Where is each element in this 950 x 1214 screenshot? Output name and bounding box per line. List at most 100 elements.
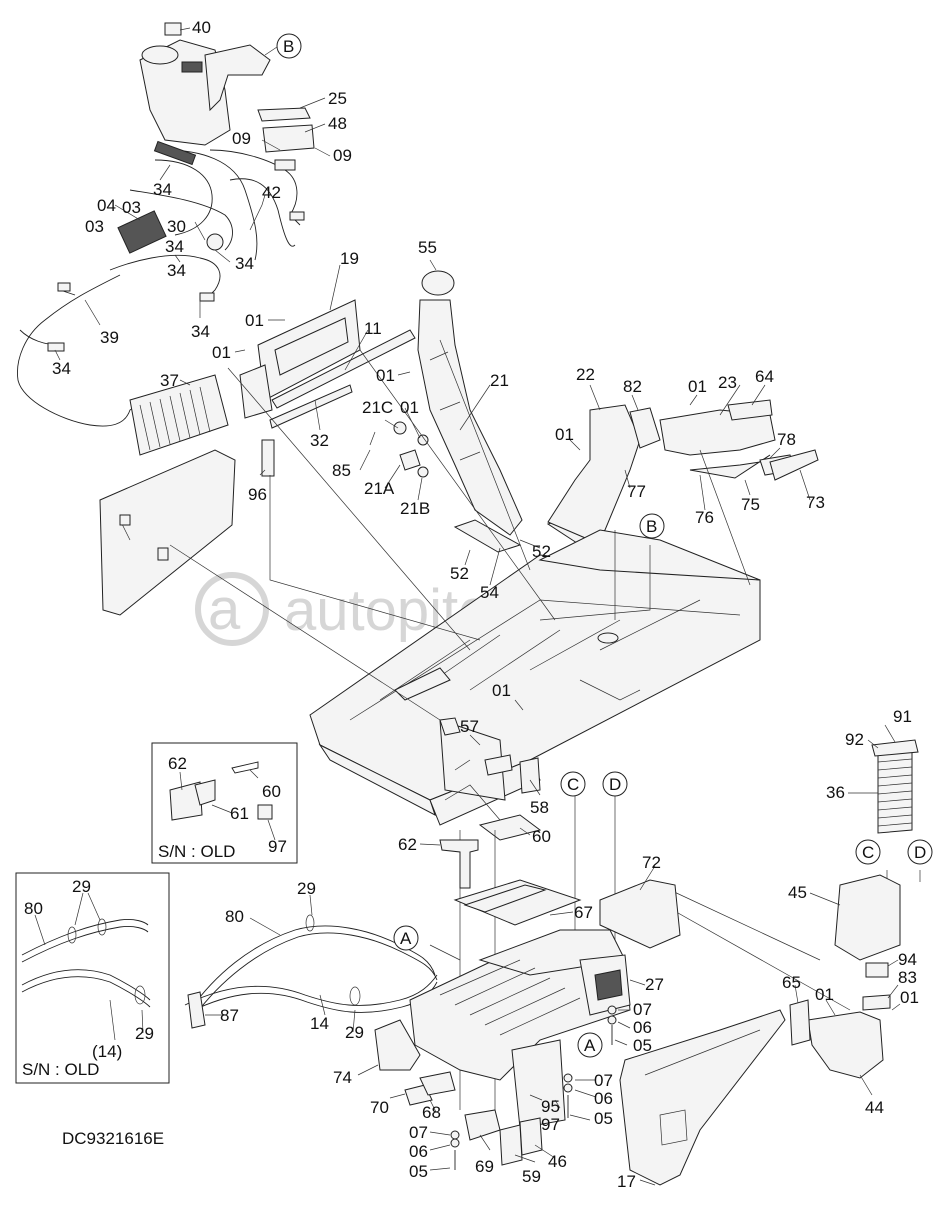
callout-52-b: 52 <box>450 564 469 583</box>
callout-21c: 21C <box>362 398 393 417</box>
callout-58: 58 <box>530 798 549 817</box>
callout-42: 42 <box>262 183 281 202</box>
callout-01-d: 01 <box>400 398 419 417</box>
callout-01-c: 01 <box>376 366 395 385</box>
inset-box-sn-old-hoses <box>15 872 170 1084</box>
callout-05-b: 05 <box>594 1109 613 1128</box>
callout-01-b: 01 <box>212 343 231 362</box>
callout-01-a: 01 <box>245 311 264 330</box>
ref-letter-c-mid: C <box>567 775 579 794</box>
callout-34-b: 34 <box>165 237 184 256</box>
callout-34-f: 34 <box>191 322 210 341</box>
callout-68: 68 <box>422 1103 441 1122</box>
callout-05-c: 05 <box>409 1162 428 1181</box>
callout-01-g: 01 <box>492 681 511 700</box>
callout-92: 92 <box>845 730 864 749</box>
callout-54: 54 <box>480 583 499 602</box>
callout-52-a: 52 <box>532 542 551 561</box>
callout-60-a: 60 <box>262 782 281 801</box>
ref-letter-c-right: C <box>862 843 874 862</box>
callout-labels: 40 B 25 48 09 09 34 04 03 03 30 42 34 34… <box>22 18 926 1191</box>
ref-letter-d-mid: D <box>609 775 621 794</box>
callout-01-f: 01 <box>688 377 707 396</box>
callout-73: 73 <box>806 493 825 512</box>
callout-69: 69 <box>475 1157 494 1176</box>
callout-70: 70 <box>370 1098 389 1117</box>
callout-95: 95 <box>541 1097 560 1116</box>
panel-19 <box>239 299 416 477</box>
callout-01-h: 01 <box>815 985 834 1004</box>
left-panel <box>99 449 236 616</box>
callout-07-a: 07 <box>633 1000 652 1019</box>
callout-19: 19 <box>340 249 359 268</box>
callout-14-a: (14) <box>92 1042 122 1061</box>
ref-letter-b-top: B <box>283 37 294 56</box>
inset-sn-old-label-a: S/N : OLD <box>158 842 235 861</box>
callout-21b: 21B <box>400 499 430 518</box>
callout-61: 61 <box>230 804 249 823</box>
callout-48: 48 <box>328 114 347 133</box>
callout-39: 39 <box>100 328 119 347</box>
duct-44 <box>789 999 884 1079</box>
ref-letter-a-mid: A <box>584 1036 596 1055</box>
callout-09-b: 09 <box>333 146 352 165</box>
callout-46: 46 <box>548 1152 567 1171</box>
callout-55: 55 <box>418 238 437 257</box>
callout-40: 40 <box>192 18 211 37</box>
callout-83: 83 <box>898 968 917 987</box>
callout-60-b: 60 <box>532 827 551 846</box>
callout-32: 32 <box>310 431 329 450</box>
callout-67: 67 <box>574 903 593 922</box>
callout-06-b: 06 <box>594 1089 613 1108</box>
callout-34-e: 34 <box>52 359 71 378</box>
callout-96: 96 <box>248 485 267 504</box>
duct-23 <box>659 399 819 481</box>
ref-letter-d-right: D <box>914 843 926 862</box>
callout-17: 17 <box>617 1172 636 1191</box>
callout-76: 76 <box>695 508 714 527</box>
callout-87: 87 <box>220 1006 239 1025</box>
callout-29-b: 29 <box>135 1024 154 1043</box>
brackets-lower <box>374 839 681 1166</box>
callout-04: 04 <box>97 196 116 215</box>
callout-01-i: 01 <box>900 988 919 1007</box>
callout-06-a: 06 <box>633 1018 652 1037</box>
callout-62-b: 62 <box>398 835 417 854</box>
callout-01-e: 01 <box>555 425 574 444</box>
side-panel-17 <box>619 1009 786 1186</box>
callout-25: 25 <box>328 89 347 108</box>
callout-91: 91 <box>893 707 912 726</box>
callout-45: 45 <box>788 883 807 902</box>
callout-72: 72 <box>642 853 661 872</box>
filter-36 <box>871 739 919 834</box>
callout-77: 77 <box>627 482 646 501</box>
callout-29-c: 29 <box>297 879 316 898</box>
callout-34-d: 34 <box>167 261 186 280</box>
cab-floor-frame <box>309 529 761 841</box>
callout-07-c: 07 <box>409 1123 428 1142</box>
air-box-assembly <box>139 22 315 153</box>
callout-94: 94 <box>898 950 917 969</box>
callout-36: 36 <box>826 783 845 802</box>
callout-75: 75 <box>741 495 760 514</box>
callout-80-a: 80 <box>24 899 43 918</box>
inset-box-sn-old-brackets <box>151 742 298 864</box>
callout-78: 78 <box>777 430 796 449</box>
callout-97-b: 97 <box>541 1115 560 1134</box>
wire-harness-upper <box>117 140 305 261</box>
callout-03-a: 03 <box>122 198 141 217</box>
reference-circles <box>276 33 933 1058</box>
bolts-and-washers <box>450 1005 617 1170</box>
callout-11: 11 <box>364 319 382 338</box>
callout-97-a: 97 <box>268 837 287 856</box>
callout-34-a: 34 <box>153 180 172 199</box>
callout-21a: 21A <box>364 479 395 498</box>
diagram-code: DC9321616E <box>62 1129 164 1148</box>
callout-30: 30 <box>167 217 186 236</box>
callout-23: 23 <box>718 373 737 392</box>
callout-07-b: 07 <box>594 1071 613 1090</box>
callout-27: 27 <box>645 975 664 994</box>
callout-44: 44 <box>865 1098 884 1117</box>
inset-sn-old-label-b: S/N : OLD <box>22 1060 99 1079</box>
